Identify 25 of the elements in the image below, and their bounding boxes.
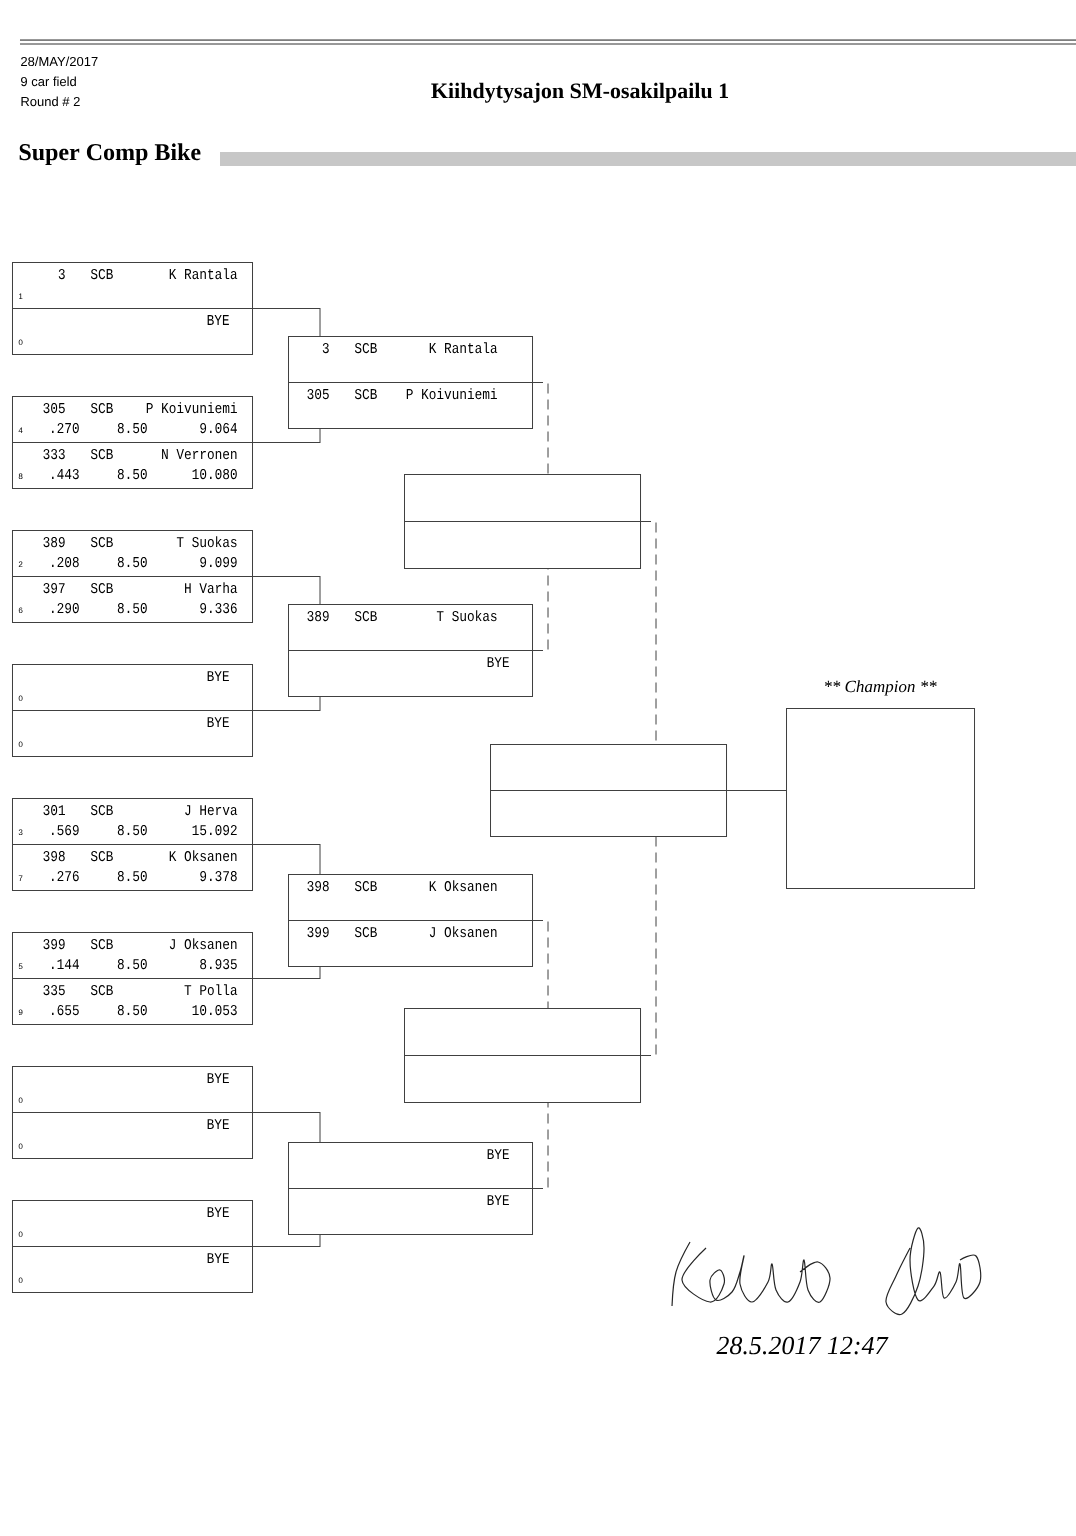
bracket-connector: [532, 920, 549, 1009]
bracket-connector: [252, 1234, 321, 1247]
bracket-connector: [532, 1102, 549, 1189]
title: Kiihdytysajon SM-osakilpailu 1: [431, 82, 728, 103]
bracket-connector: [252, 844, 321, 875]
entry-slot: [404, 521, 641, 569]
bracket-connector: [532, 568, 549, 651]
bracket-connector: [726, 790, 787, 791]
bracket-connector: [252, 576, 321, 605]
bracket-connector: [252, 966, 321, 979]
bracket-connector: [252, 428, 321, 443]
bracket-connector: [640, 521, 657, 745]
bracket-connector: [252, 696, 321, 711]
bracket-connector: [252, 1112, 321, 1143]
entry-slot: [490, 790, 727, 837]
entry-slot: [404, 474, 641, 522]
bracket-connector: [640, 836, 657, 1056]
entry-slot: [404, 1055, 641, 1103]
entry-slot: [404, 1008, 641, 1056]
class-heading: Super Comp Bike: [19, 143, 201, 166]
handwritten-date: 28.5.2017 12:47: [716, 1336, 889, 1355]
bracket-connector: [252, 308, 321, 337]
bracket-connector: [532, 382, 549, 475]
entry-slot: [490, 744, 727, 791]
champion-heading: ** Champion **: [824, 680, 937, 696]
